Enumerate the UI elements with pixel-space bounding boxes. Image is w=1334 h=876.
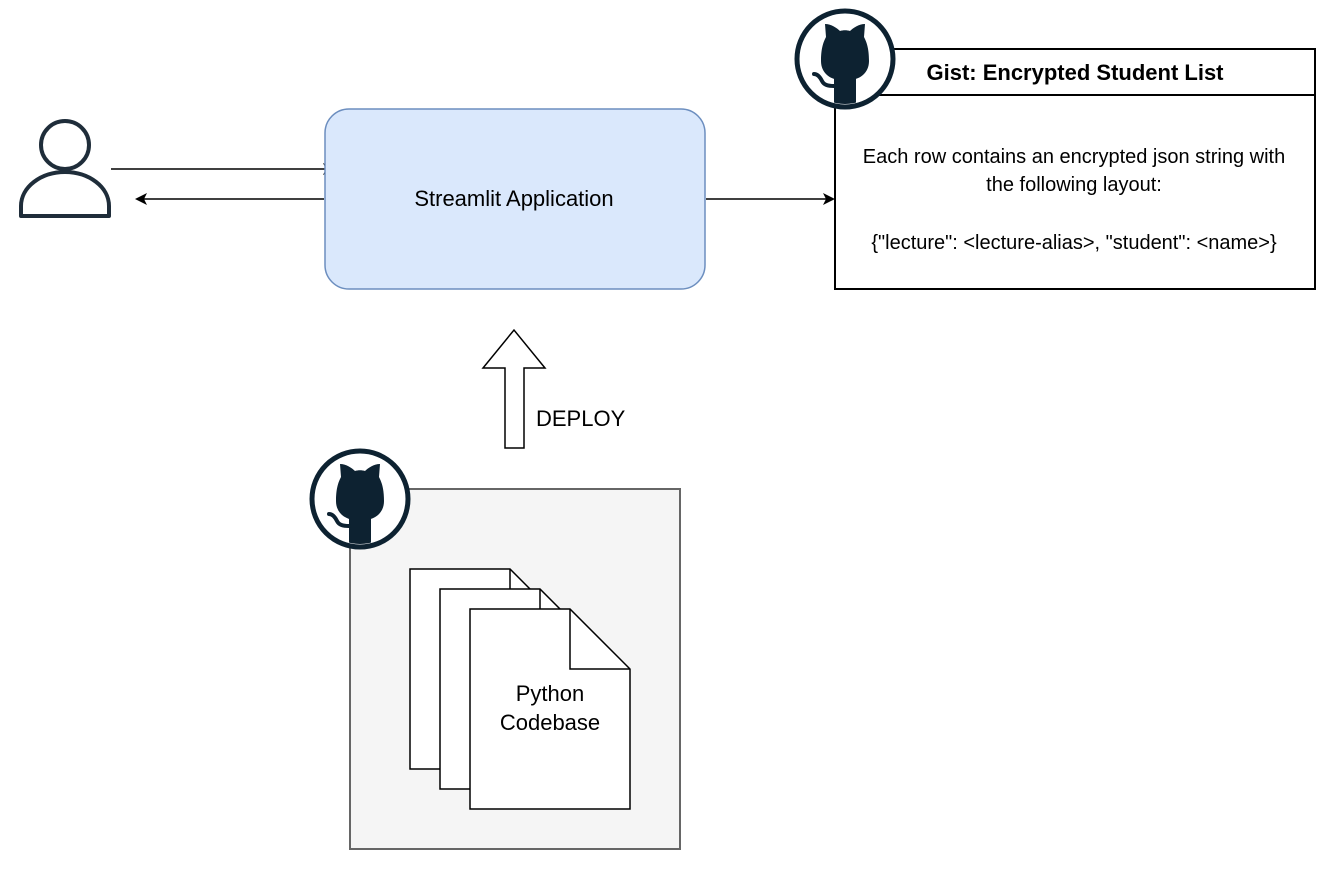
deploy-arrow <box>481 328 547 449</box>
gist-description-line1: Each row contains an encrypted json stri… <box>863 146 1285 168</box>
python-codebase-files: Python Codebase <box>409 568 631 810</box>
github-icon <box>309 448 411 550</box>
codebase-label-line2: Codebase <box>500 710 600 735</box>
app-label: Streamlit Application <box>414 186 613 211</box>
gist-node: Gist: Encrypted Student List Each row co… <box>834 48 1316 290</box>
gist-description-line2: the following layout: <box>986 174 1162 196</box>
user-icon <box>19 119 111 218</box>
codebase-label-line1: Python <box>516 681 585 706</box>
gist-title: Gist: Encrypted Student List <box>926 60 1224 85</box>
deploy-label: DEPLOY <box>536 406 626 431</box>
github-icon <box>794 8 896 110</box>
streamlit-app-node: Streamlit Application <box>324 108 706 290</box>
gist-json-layout: {"lecture": <lecture-alias>, "student": … <box>871 232 1277 254</box>
